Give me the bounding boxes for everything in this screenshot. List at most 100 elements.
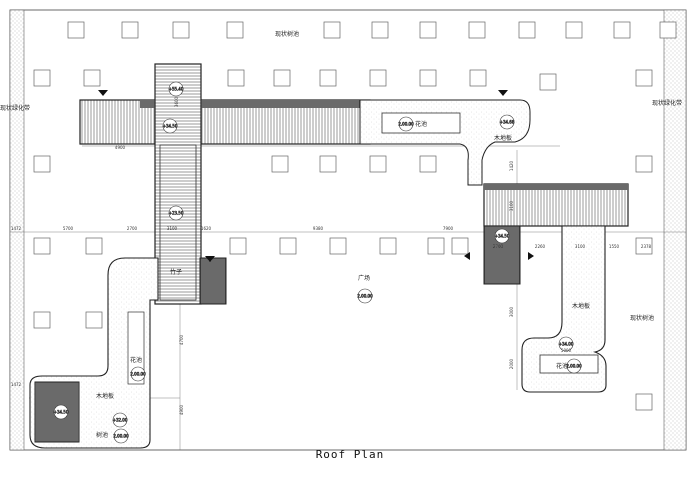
- tree-pit: [227, 69, 245, 87]
- tree-pit: [371, 21, 389, 39]
- level-text: 2.00.00: [566, 364, 582, 369]
- tree-pit: [85, 311, 103, 329]
- dimension-label: 3100: [575, 244, 586, 249]
- dimension-label: 1620: [201, 226, 212, 231]
- dimension-label: 2700: [127, 226, 138, 231]
- level-text: +34.50: [54, 410, 69, 415]
- bamboo-bay: [199, 257, 227, 305]
- level-text: 2.00.00: [113, 434, 129, 439]
- level-text: 2.00.00: [398, 122, 414, 127]
- tree-pit: [419, 21, 437, 39]
- right-green-belt: [663, 9, 687, 451]
- tree-pit: [83, 69, 101, 87]
- tree-pit: [565, 21, 583, 39]
- tree-pit: [226, 21, 244, 39]
- tree-pit: [369, 69, 387, 87]
- tree-pit: [539, 73, 557, 91]
- tree-pit: [33, 311, 51, 329]
- level-text: +34.50: [163, 124, 178, 129]
- level-marker: +34.68: [499, 114, 515, 130]
- dimension-label: 2700: [493, 244, 504, 249]
- dimension-label: 3000: [509, 306, 514, 317]
- tree-pit: [273, 69, 291, 87]
- tree-pit: [451, 237, 469, 255]
- dimension-label: 5000: [561, 348, 572, 353]
- tree-pit: [613, 21, 631, 39]
- right-upper-band: [484, 184, 628, 190]
- tree-pit: [635, 69, 653, 87]
- label-green-belt-right: 现状绿化带: [652, 99, 682, 107]
- tree-pit: [468, 21, 486, 39]
- left-flower-pool: [127, 311, 145, 385]
- level-marker: +34.50: [162, 118, 178, 134]
- label-flower-pool-top: 花池: [415, 120, 427, 128]
- dimension-label: 1420: [509, 160, 514, 171]
- tree-pit: [33, 155, 51, 173]
- level-text: +55.40: [169, 87, 184, 92]
- label-tree-pool-left: 树池: [96, 431, 108, 439]
- right-upper-walkway: [483, 183, 629, 227]
- level-text: +34.50: [495, 234, 510, 239]
- tree-pit: [271, 155, 289, 173]
- label-flower-pool-right: 花池: [556, 362, 568, 370]
- label-wood-deck-top: 木地板: [494, 134, 512, 142]
- left-green-belt: [9, 9, 25, 451]
- tree-pit: [635, 393, 653, 411]
- tree-pit: [85, 237, 103, 255]
- right-wood-deck: [521, 225, 607, 393]
- label-existing-tree-pool-right: 现状树池: [630, 314, 654, 322]
- bamboo-strip: [159, 144, 197, 301]
- level-marker: +34.00: [558, 336, 574, 352]
- level-marker: 2.00.00: [113, 428, 129, 444]
- level-marker: 2.00.00: [130, 366, 146, 382]
- dimension-label: 3100: [167, 226, 178, 231]
- level-text: +34.68: [500, 120, 515, 125]
- tree-pit: [369, 155, 387, 173]
- tree-pit: [635, 155, 653, 173]
- tree-pit: [33, 237, 51, 255]
- label-green-belt-left: 现状绿化带: [0, 104, 30, 112]
- dimension-label: 2378: [641, 244, 652, 249]
- label-plaza: 广场: [358, 274, 370, 282]
- tree-pit: [659, 21, 677, 39]
- dimension-label: 1472: [11, 382, 22, 387]
- tree-pit: [121, 21, 139, 39]
- dimension-label: 7900: [443, 226, 454, 231]
- tree-pit: [229, 237, 247, 255]
- tree-pit: [635, 237, 653, 255]
- level-marker: +32.00: [112, 412, 128, 428]
- label-wood-deck-left: 木地板: [96, 392, 114, 400]
- dimension-label: 4700: [179, 334, 184, 345]
- tree-pit: [319, 69, 337, 87]
- tree-pit: [323, 21, 341, 39]
- level-marker: 2.00.00: [398, 116, 414, 132]
- level-marker: 2.00.00: [357, 288, 373, 304]
- level-marker: +23.50: [168, 205, 184, 221]
- tree-pit: [319, 155, 337, 173]
- existing-tree-pits: [33, 21, 677, 411]
- tree-pit: [67, 21, 85, 39]
- tree-pit: [469, 69, 487, 87]
- caption: Roof Plan: [315, 448, 385, 461]
- dimension-label: 2260: [535, 244, 546, 249]
- dimension-label: 4900: [179, 404, 184, 415]
- tree-pit: [419, 155, 437, 173]
- upper-walkway-band: [140, 100, 370, 108]
- dimension-label: 1550: [609, 244, 620, 249]
- tree-pit: [379, 237, 397, 255]
- level-text: +34.00: [559, 342, 574, 347]
- label-flower-pool-left: 花池: [130, 356, 142, 364]
- dimension-label: 3100: [509, 200, 514, 211]
- dimension-label: 2000: [509, 358, 514, 369]
- dimension-label: 3600: [174, 96, 179, 107]
- level-marker: 2.00.00: [566, 358, 582, 374]
- dimension-label: 4900: [115, 145, 126, 150]
- tree-pit: [419, 69, 437, 87]
- level-text: +32.00: [113, 418, 128, 423]
- tree-pit: [172, 21, 190, 39]
- level-text: 2.00.00: [357, 294, 373, 299]
- label-existing-tree-pool-top: 现状树池: [275, 30, 299, 38]
- level-marker: +34.50: [494, 228, 510, 244]
- label-wood-deck-right: 木地板: [572, 302, 590, 310]
